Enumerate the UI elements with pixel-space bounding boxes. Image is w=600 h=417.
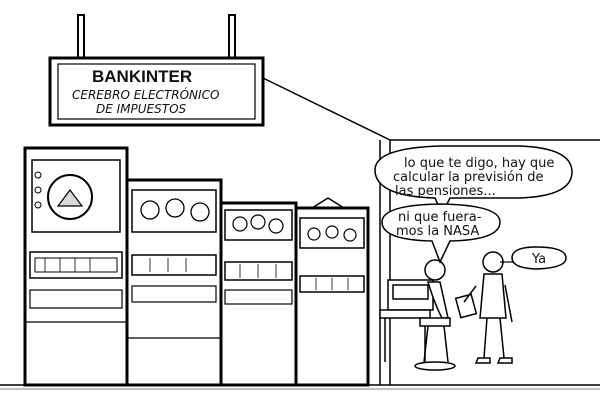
speech-bubble-1: lo que te digo, hay que calcular la prev… <box>374 145 573 216</box>
bankinter-sign: BANKINTER CEREBRO ELECTRÓNICO DE IMPUEST… <box>48 56 265 127</box>
bubble1-line3: las pensiones... <box>395 184 496 199</box>
sign-subtitle-line2: DE IMPUESTOS <box>96 102 187 116</box>
speech-bubble-3: Ya <box>500 246 567 270</box>
sign-subtitle-line1: CEREBRO ELECTRÓNICO <box>72 87 219 102</box>
bubble2-line1: ni que fuera- <box>398 210 482 225</box>
computer-machine-3 <box>219 201 298 387</box>
seated-operator <box>414 259 456 371</box>
bubble1-line2: calcular la previsión de <box>393 170 543 185</box>
bubble1-line1: lo que te digo, hay que <box>404 156 554 171</box>
computer-machine-1 <box>23 146 129 387</box>
computer-machine-2 <box>125 178 223 387</box>
bubble2-line2: mos la NASA <box>396 224 479 239</box>
speech-bubble-2: ni que fuera- mos la NASA <box>381 203 501 264</box>
operator-console <box>379 279 434 362</box>
bubble3-line1: Ya <box>531 252 546 267</box>
computer-machine-4 <box>294 197 370 387</box>
standing-person <box>454 251 513 364</box>
sign-title: BANKINTER <box>92 67 192 86</box>
